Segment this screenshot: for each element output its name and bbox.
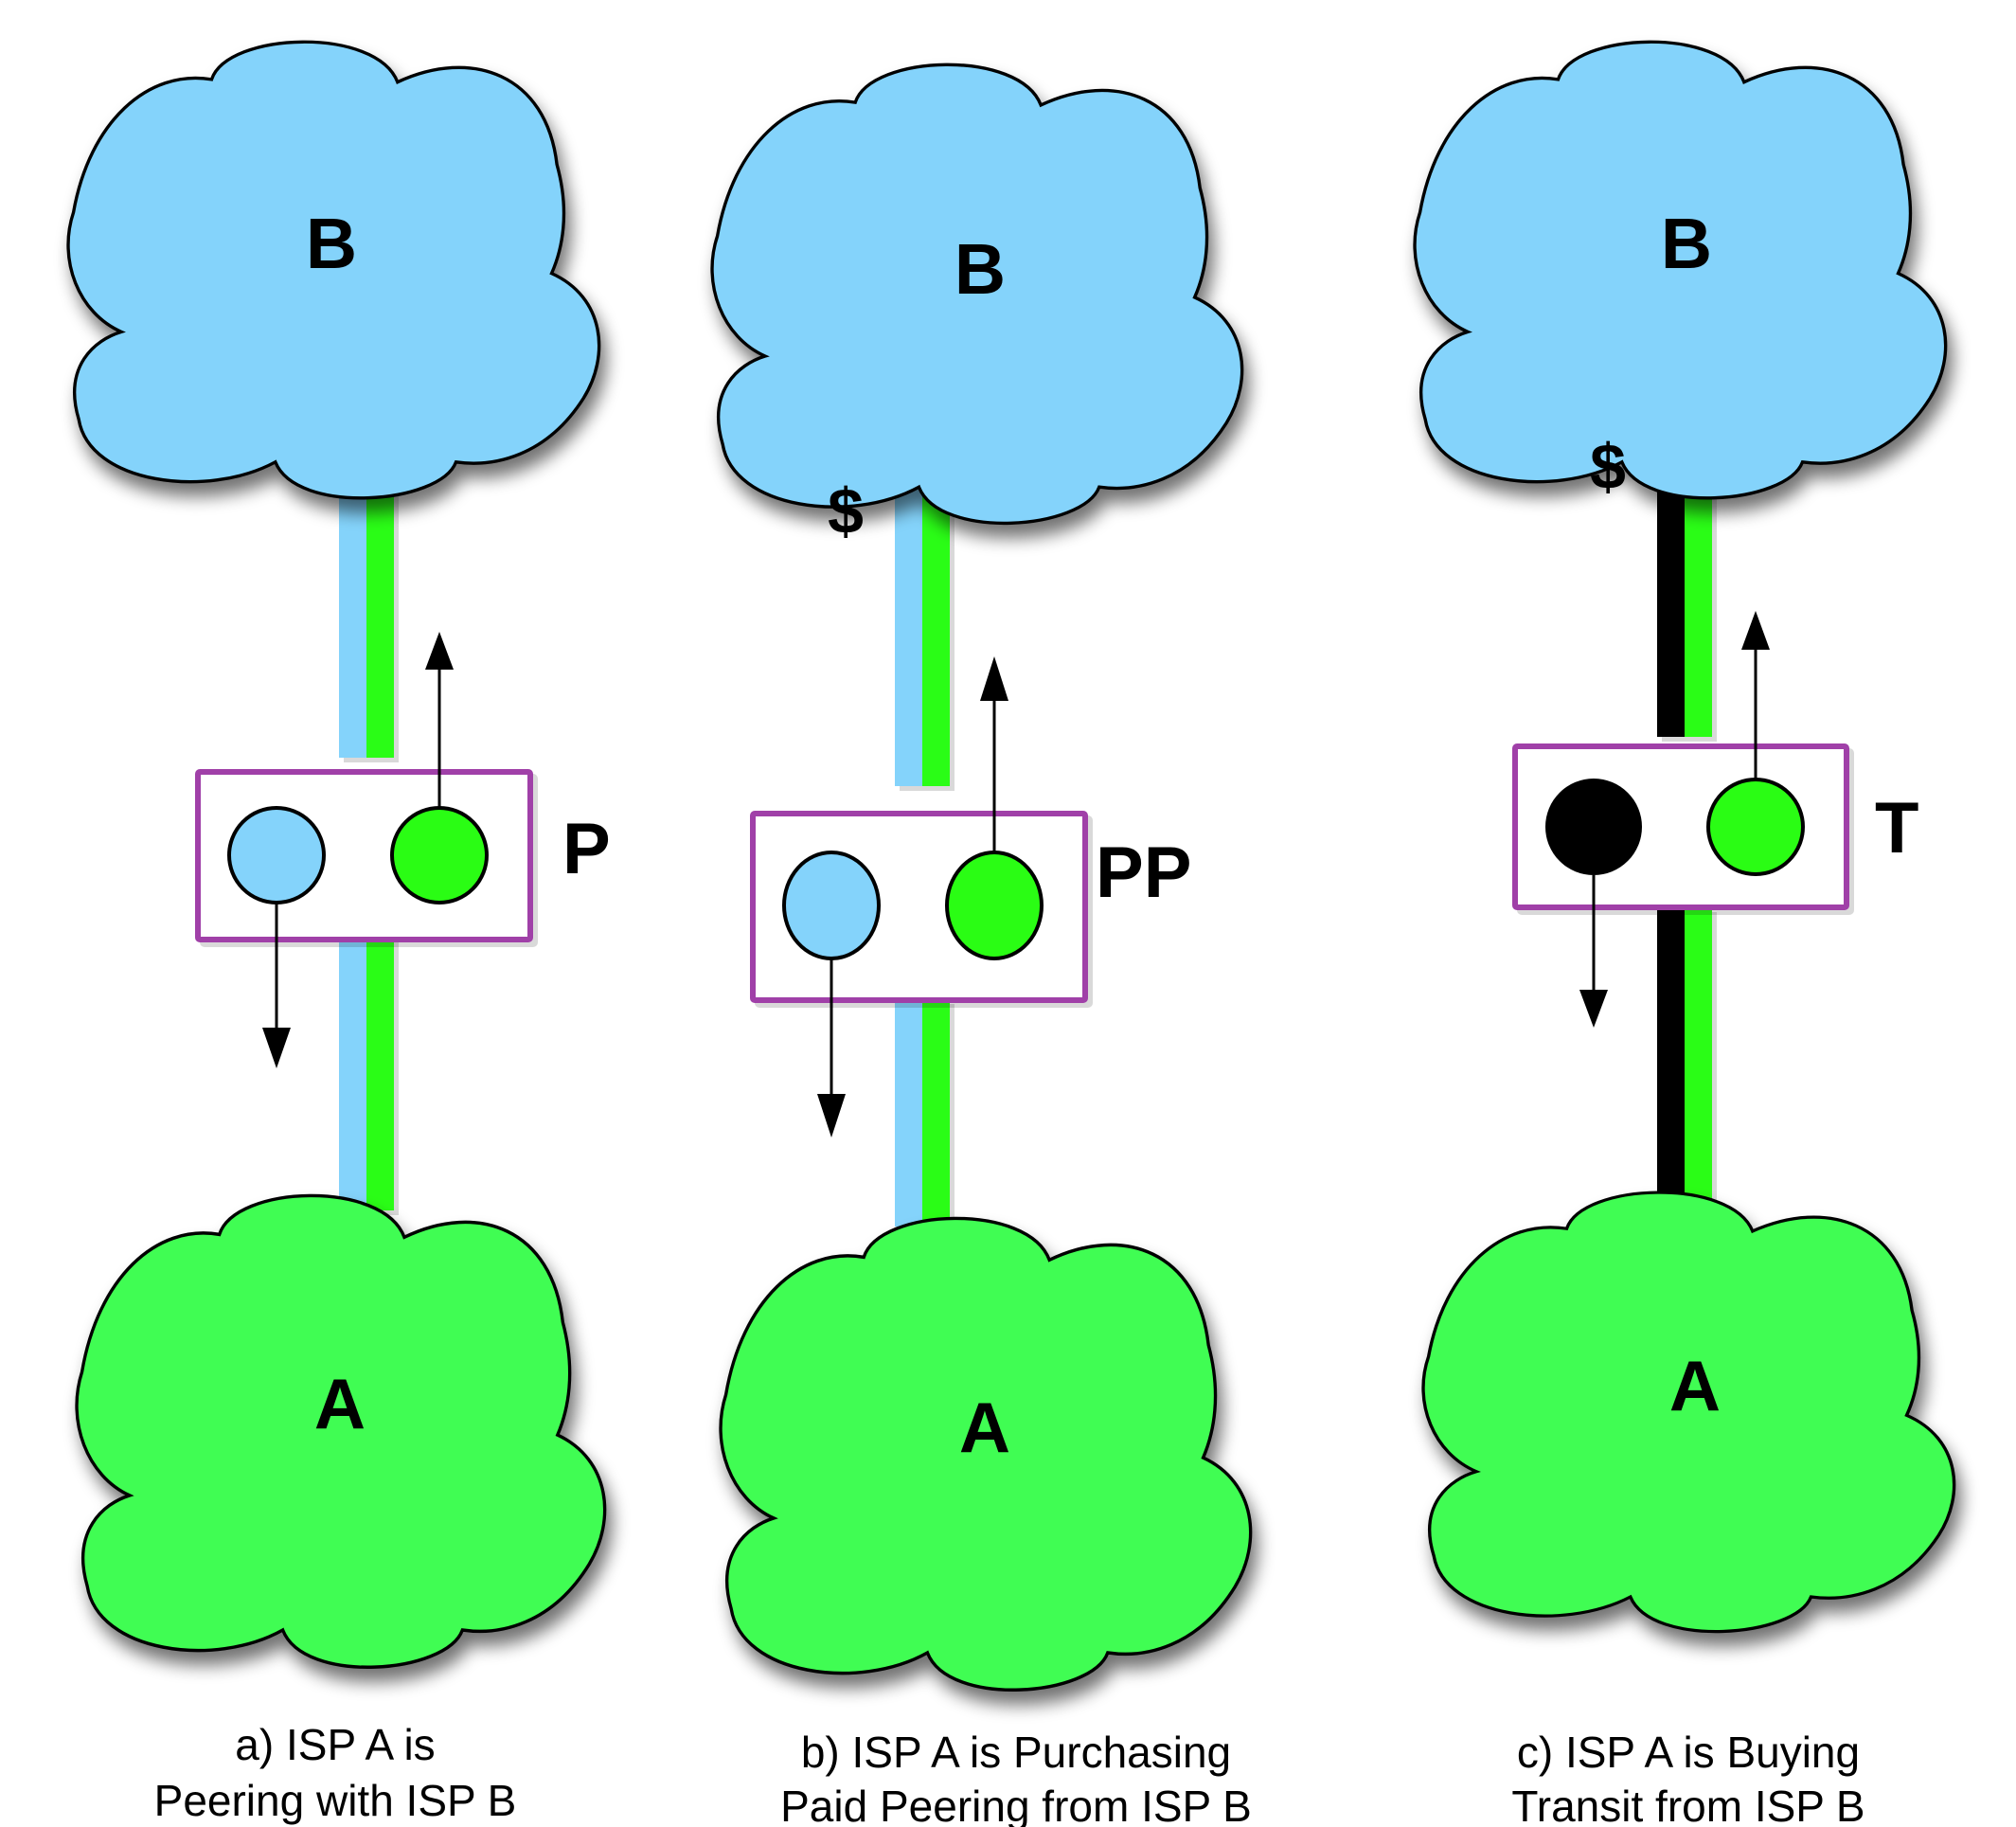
isp-a-label: A xyxy=(1669,1346,1721,1425)
isp-b-label: B xyxy=(306,204,357,283)
isp-b-label: B xyxy=(954,229,1006,309)
link-lower xyxy=(895,999,950,1227)
arrow-down-to-a xyxy=(817,958,846,1137)
arrow-up-to-b xyxy=(1741,611,1770,779)
isp-b-label: B xyxy=(1661,204,1712,283)
link-b-segment xyxy=(339,936,366,1210)
caption-line-1: b) ISP A is Purchasing xyxy=(801,1728,1231,1777)
panel-c: B A $ T c) ISP A is Buying Transit from … xyxy=(1413,40,1956,1827)
arrow-down-to-a xyxy=(262,903,291,1068)
isp-b-node xyxy=(782,851,881,960)
isp-a-label: A xyxy=(959,1388,1010,1467)
transit-node xyxy=(1545,779,1642,875)
link-b-segment xyxy=(895,457,922,786)
relationship-label: P xyxy=(562,809,611,889)
arrow-down-icon xyxy=(262,1028,291,1068)
arrow-up-icon xyxy=(1741,611,1770,650)
isp-a-node xyxy=(945,851,1044,960)
link-a-segment xyxy=(366,936,394,1210)
payment-dollar-icon: $ xyxy=(1590,431,1626,503)
arrow-up-icon xyxy=(425,632,454,670)
arrow-up-to-b xyxy=(980,656,1008,852)
link-b-segment xyxy=(895,999,922,1227)
caption-line-1: c) ISP A is Buying xyxy=(1517,1728,1860,1777)
link-a-segment xyxy=(1685,907,1712,1201)
isp-a-label: A xyxy=(314,1364,366,1443)
arrow-down-icon xyxy=(1579,990,1608,1028)
caption-line-2: Paid Peering from ISP B xyxy=(780,1782,1252,1827)
link-transit-segment xyxy=(1657,907,1685,1201)
link-lower xyxy=(339,936,394,1210)
arrow-down-icon xyxy=(817,1094,846,1137)
link-a-segment xyxy=(922,999,950,1227)
isp-a-node xyxy=(1706,778,1805,876)
caption-line-2: Peering with ISP B xyxy=(154,1776,517,1825)
caption-line-2: Transit from ISP B xyxy=(1511,1782,1864,1827)
caption-line-1: a) ISP A is xyxy=(235,1720,435,1769)
relationship-label: PP xyxy=(1096,833,1191,913)
isp-b-node xyxy=(227,806,326,905)
relationship-label: T xyxy=(1875,788,1918,869)
arrow-up-icon xyxy=(980,656,1008,701)
arrow-down-to-a xyxy=(1579,875,1608,1028)
link-lower xyxy=(1657,907,1712,1201)
panel-b: B A $ PP b) ISP A is Purchasing Paid Pee… xyxy=(710,63,1253,1827)
payment-dollar-icon: $ xyxy=(828,475,864,547)
arrow-up-to-b xyxy=(425,632,454,808)
panel-a: B A P a) ISP A is Peering with ISP B xyxy=(66,40,611,1825)
isp-a-node xyxy=(390,806,489,905)
